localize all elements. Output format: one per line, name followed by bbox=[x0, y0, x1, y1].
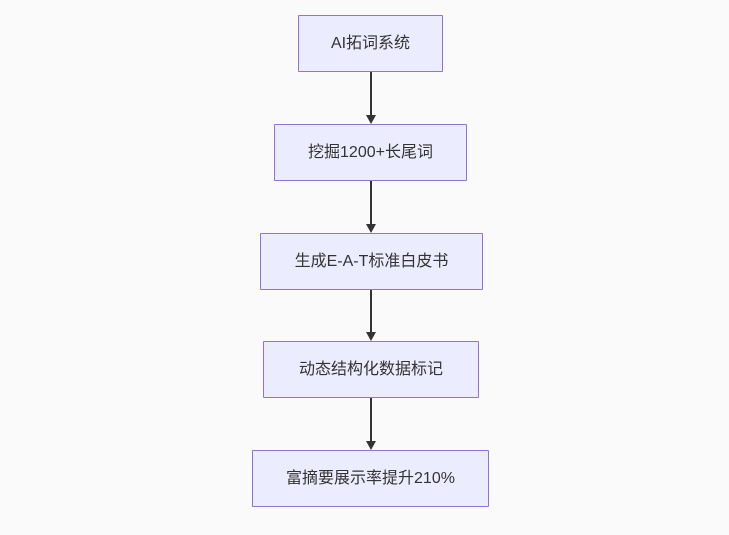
edge-line bbox=[370, 290, 372, 333]
node-label: 动态结构化数据标记 bbox=[298, 360, 443, 378]
flowchart-node-rich-snippet-rate-increase: 富摘要展示率提升210% bbox=[252, 450, 489, 507]
arrow-down-icon bbox=[365, 441, 376, 450]
flowchart-node-ai-word-expansion-system: AI拓词系统 bbox=[298, 15, 443, 72]
flowchart-node-mine-longtail-keywords: 挖掘1200+长尾词 bbox=[274, 124, 467, 181]
arrow-down-icon bbox=[365, 224, 376, 233]
arrow-down-icon bbox=[365, 115, 376, 124]
arrow-down-icon bbox=[365, 332, 376, 341]
flowchart-node-generate-eat-whitepaper: 生成E-A-T标准白皮书 bbox=[260, 233, 483, 290]
edge-line bbox=[370, 72, 372, 116]
node-label: 生成E-A-T标准白皮书 bbox=[294, 252, 449, 270]
edge-line bbox=[370, 181, 372, 225]
node-label: 挖掘1200+长尾词 bbox=[308, 143, 433, 161]
flowchart-node-dynamic-structured-data-markup: 动态结构化数据标记 bbox=[263, 341, 479, 398]
node-label: 富摘要展示率提升210% bbox=[286, 469, 455, 487]
edge-line bbox=[370, 398, 372, 442]
node-label: AI拓词系统 bbox=[330, 34, 411, 52]
